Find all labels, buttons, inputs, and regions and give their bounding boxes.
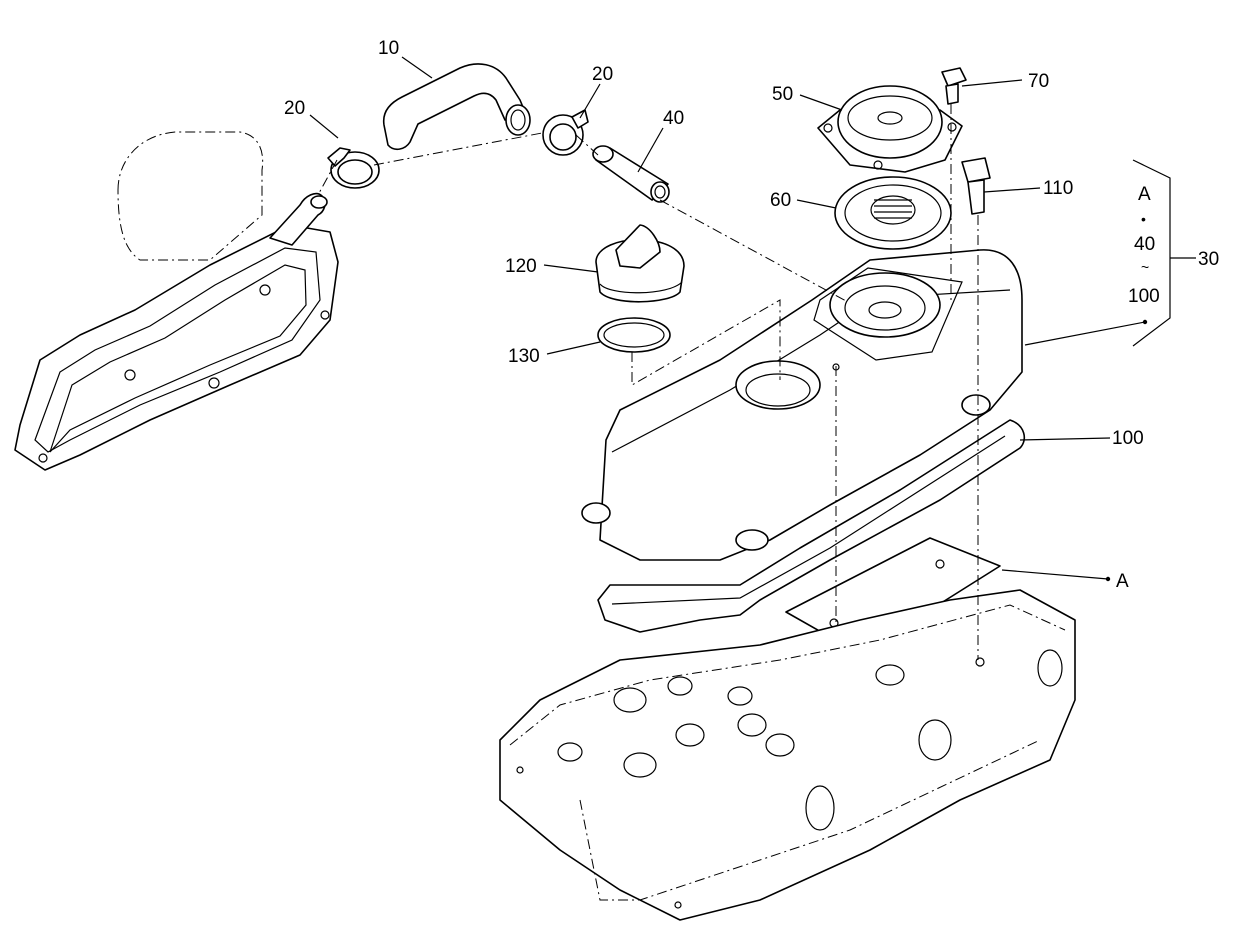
bolt-70 bbox=[941, 67, 967, 105]
label-40: 40 bbox=[663, 108, 684, 129]
label-50: 50 bbox=[772, 84, 793, 105]
oil-filler-cap bbox=[595, 224, 685, 303]
label-60: 60 bbox=[770, 190, 791, 211]
o-ring bbox=[597, 317, 671, 353]
leader-lines bbox=[309, 56, 1196, 582]
rocker-cover bbox=[581, 249, 1023, 561]
callout-labels: 10 20 20 40 50 70 60 110 120 130 100 A 3… bbox=[284, 38, 1219, 592]
group-note: A • 40 ~ 100 bbox=[1128, 184, 1160, 307]
diaphragm bbox=[834, 176, 952, 250]
breather-cover bbox=[817, 85, 963, 173]
label-120: 120 bbox=[505, 256, 537, 277]
bolt-110 bbox=[961, 157, 991, 215]
group-note-100: 100 bbox=[1128, 286, 1160, 307]
group-note-40: 40 bbox=[1134, 234, 1155, 255]
alignment-lines bbox=[317, 104, 979, 660]
label-70: 70 bbox=[1028, 71, 1049, 92]
label-30: 30 bbox=[1198, 249, 1219, 270]
label-10: 10 bbox=[378, 38, 399, 59]
label-20-left: 20 bbox=[284, 98, 305, 119]
label-20-right: 20 bbox=[592, 64, 613, 85]
group-note-bullet: • bbox=[1141, 211, 1146, 227]
gasket bbox=[597, 419, 1026, 633]
label-a: A bbox=[1116, 571, 1129, 592]
hose-clamp-right bbox=[542, 109, 589, 156]
label-100: 100 bbox=[1112, 428, 1144, 449]
group-note-tilde: ~ bbox=[1141, 259, 1149, 275]
label-130: 130 bbox=[508, 346, 540, 367]
hose-clamp-left bbox=[327, 147, 380, 189]
group-note-a: A bbox=[1138, 184, 1151, 205]
breather-pipe bbox=[592, 145, 670, 203]
cylinder-head bbox=[499, 589, 1076, 921]
breather-hose bbox=[382, 63, 531, 151]
label-110: 110 bbox=[1043, 178, 1073, 199]
intake-manifold bbox=[14, 131, 339, 471]
